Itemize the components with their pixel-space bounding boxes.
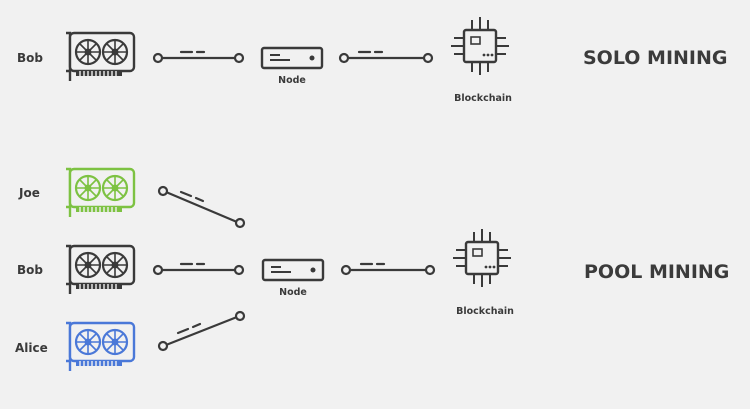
pool-miner-bob-label: Bob (17, 263, 43, 277)
solo-miner-gpu-icon (64, 31, 136, 83)
pool-mining-title: POOL MINING (584, 261, 729, 283)
pool-miner-joe-label: Joe (18, 186, 40, 200)
pool-joe-connector (157, 185, 246, 229)
pool-miner-bob-gpu-icon (64, 244, 136, 296)
pool-alice-connector (157, 310, 246, 352)
solo-mining-title: SOLO MINING (583, 47, 727, 69)
solo-node-to-blockchain-connector (338, 50, 434, 64)
solo-blockchain-label: Blockchain (454, 93, 512, 104)
solo-miner-to-node-connector (152, 50, 245, 64)
pool-miner-alice-gpu-icon (64, 321, 136, 373)
pool-blockchain-chip-icon (451, 227, 513, 289)
pool-node-to-blockchain-connector (340, 262, 436, 276)
pool-bob-connector (152, 262, 245, 276)
solo-miner-label: Bob (17, 51, 43, 65)
pool-node-label: Node (279, 287, 307, 298)
pool-miner-alice-label: Alice (15, 341, 48, 355)
solo-node-label: Node (278, 75, 306, 86)
pool-node-icon (261, 258, 325, 282)
solo-blockchain-chip-icon (449, 15, 511, 77)
solo-node-icon (260, 46, 324, 70)
pool-blockchain-label: Blockchain (456, 306, 514, 317)
pool-miner-joe-gpu-icon (64, 167, 136, 219)
